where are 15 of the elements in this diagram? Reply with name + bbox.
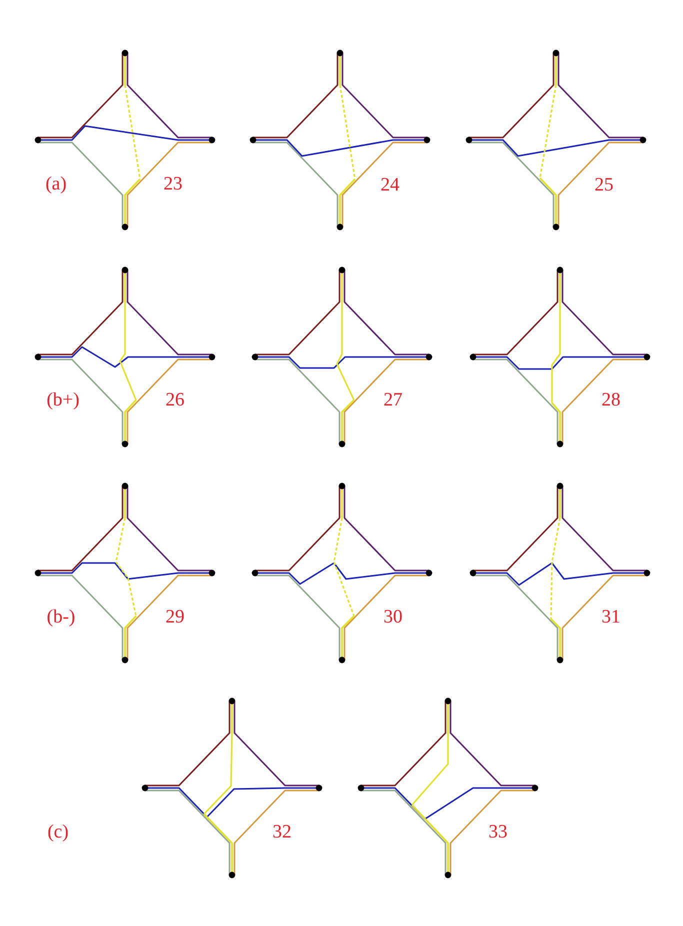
figure-number: 30 [384,608,402,626]
figure-number: 26 [166,390,184,410]
figure-number: 25 [594,176,614,194]
figure-number: 27 [384,390,402,410]
figure-number: 32 [272,822,292,842]
panel-label: (a) [45,174,67,194]
figure-number: 28 [602,390,620,410]
figure-number: 23 [164,174,182,194]
figure-number: 24 [380,176,400,194]
panel-label: (c) [47,822,69,842]
panel-label: (b+) [46,390,80,410]
figure-number: 31 [602,608,620,626]
panel-label: (b-) [46,608,76,626]
figure-number: 29 [166,608,184,626]
figure-number: 33 [488,822,508,842]
